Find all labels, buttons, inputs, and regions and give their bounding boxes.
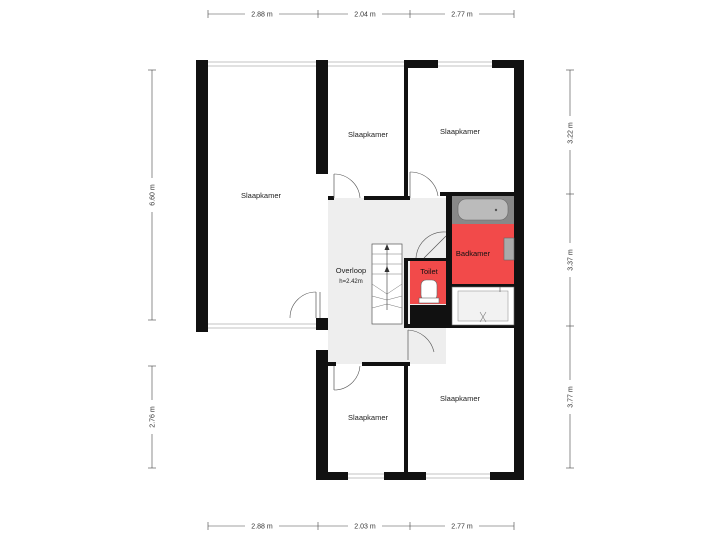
toilet-fixture xyxy=(418,279,440,304)
label-bedroom-top-right: Slaapkamer xyxy=(440,127,481,136)
dim-right-3: 3.77 m xyxy=(568,386,575,408)
dimension-left: 6.60 m 2.76 m xyxy=(147,69,157,469)
windows xyxy=(208,61,492,479)
label-bedroom-top-middle: Slaapkamer xyxy=(348,130,389,139)
label-bedroom-bottom-right: Slaapkamer xyxy=(440,394,481,403)
label-bathroom: Badkamer xyxy=(456,249,491,258)
bathroom-floor xyxy=(452,224,514,284)
label-landing-height: h=2.42m xyxy=(339,279,363,285)
label-toilet: Toilet xyxy=(420,267,438,276)
dim-top-1: 2.88 m xyxy=(251,12,273,19)
sink xyxy=(503,237,515,261)
walls xyxy=(196,60,524,480)
dim-right-2: 3.37 m xyxy=(568,249,575,271)
label-bedroom-bottom-middle: Slaapkamer xyxy=(348,413,389,422)
dim-left-2: 2.76 m xyxy=(150,406,157,428)
doors xyxy=(289,171,447,391)
dim-top-2: 2.04 m xyxy=(354,12,376,19)
dim-bottom-3: 2.77 m xyxy=(451,524,473,531)
dim-bottom-2: 2.03 m xyxy=(354,524,376,531)
dimension-right: 3.22 m 3.37 m 3.77 m xyxy=(565,69,575,469)
dim-top-3: 2.77 m xyxy=(451,12,473,19)
dimension-top: 2.88 m 2.04 m 2.77 m xyxy=(207,9,515,19)
dim-left-1: 6.60 m xyxy=(150,184,157,206)
label-bedroom-left: Slaapkamer xyxy=(241,191,282,200)
label-landing: Overloop xyxy=(336,266,366,275)
dim-right-1: 3.22 m xyxy=(568,122,575,144)
staircase xyxy=(371,243,403,325)
dim-bottom-1: 2.88 m xyxy=(251,524,273,531)
dimension-bottom: 2.88 m 2.03 m 2.77 m xyxy=(207,521,515,531)
shower xyxy=(451,286,515,326)
bathtub xyxy=(452,196,514,224)
